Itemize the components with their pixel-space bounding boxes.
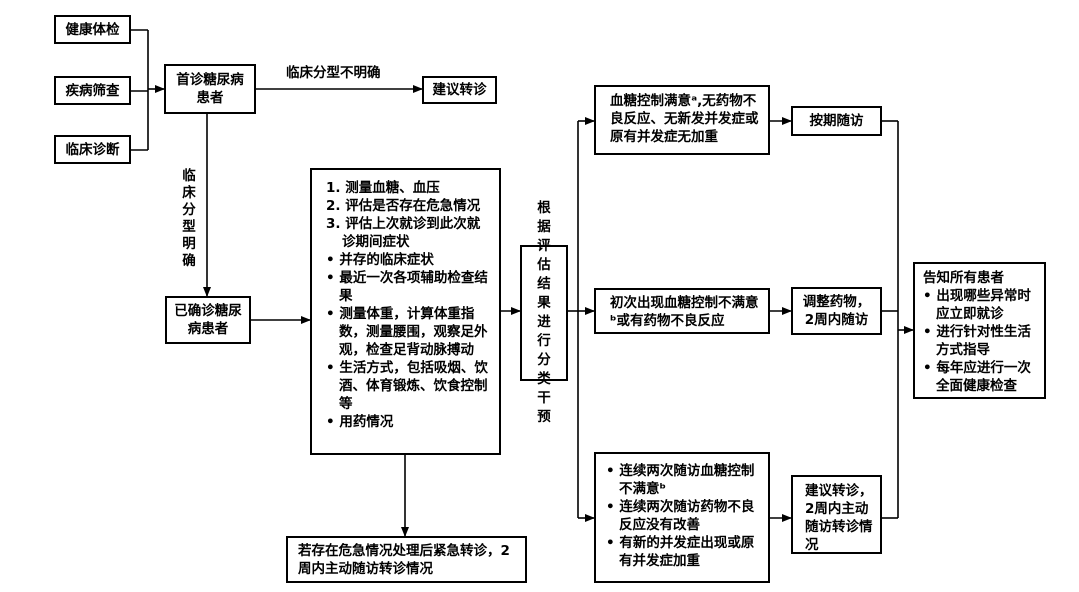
list-item: 并存的临床症状 (326, 251, 491, 269)
first-visit-patient-box: 首诊糖尿病患者 (164, 64, 256, 114)
clear-classification-label: 临床分型明确 (182, 168, 196, 269)
source-health-checkup: 健康体检 (54, 15, 131, 44)
list-item: 3. 评估上次就诊到此次就诊期间症状 (326, 216, 481, 250)
list-item: 1. 测量血糖、血压 (326, 180, 440, 196)
confirmed-patient-box: 已确诊糖尿病患者 (165, 296, 251, 344)
list-item: 最近一次各项辅助检查结果 (326, 269, 491, 305)
outcome-repeat-unsatisfied-box: 连续两次随访血糖控制不满意ᵇ 连续两次随访药物不良反应没有改善 有新的并发症出现… (594, 452, 770, 583)
action-adjust-medication-box: 调整药物，2周内随访 (791, 287, 882, 335)
list-item: 连续两次随访药物不良反应没有改善 (606, 498, 760, 534)
list-item: 连续两次随访血糖控制不满意ᵇ (606, 462, 760, 498)
list-item: 2. 评估是否存在危急情况 (326, 198, 481, 214)
outcome-first-unsatisfied-box: 初次出现血糖控制不满意ᵇ或有药物不良反应 (594, 288, 770, 334)
list-item: 生活方式，包括吸烟、饮酒、体育锻炼、饮食控制等 (326, 359, 491, 413)
assessment-numbered-list: 1. 测量血糖、血压 2. 评估是否存在危急情况 3. 评估上次就诊到此次就诊期… (326, 179, 491, 251)
notify-all-patients-box: 告知所有患者 出现哪些异常时应立即就诊 进行针对性生活方式指导 每年应进行一次全… (913, 262, 1046, 399)
emergency-referral-box: 若存在危急情况处理后紧急转诊，2周内主动随访转诊情况 (286, 536, 527, 583)
list-item: 出现哪些异常时应立即就诊 (923, 287, 1038, 323)
assessment-box: 1. 测量血糖、血压 2. 评估是否存在危急情况 3. 评估上次就诊到此次就诊期… (310, 168, 501, 455)
notify-list: 出现哪些异常时应立即就诊 进行针对性生活方式指导 每年应进行一次全面健康检查 (923, 287, 1038, 395)
assessment-bullet-list: 并存的临床症状 最近一次各项辅助检查结果 测量体重，计算体重指数，测量腰围，观察… (326, 251, 491, 431)
list-item: 用药情况 (326, 413, 491, 431)
classify-intervention-box: 根据评估结果进行分类干预 (520, 200, 568, 425)
list-item: 进行针对性生活方式指导 (923, 323, 1038, 359)
list-item: 有新的并发症出现或原有并发症加重 (606, 534, 760, 570)
action-scheduled-followup-box: 按期随访 (791, 106, 882, 136)
list-item: 每年应进行一次全面健康检查 (923, 359, 1038, 395)
outcome-satisfied-box: 血糖控制满意ᵃ,无药物不良反应、无新发并发症或原有并发症无加重 (594, 85, 770, 155)
list-item: 测量体重，计算体重指数，测量腰围，观察足外观，检查足背动脉搏动 (326, 305, 491, 359)
source-disease-screening: 疾病筛查 (54, 76, 131, 105)
unclear-classification-label: 临床分型不明确 (286, 65, 381, 81)
source-clinical-diagnosis: 临床诊断 (54, 135, 131, 164)
repeat-unsatisfied-list: 连续两次随访血糖控制不满意ᵇ 连续两次随访药物不良反应没有改善 有新的并发症出现… (606, 462, 760, 570)
suggest-referral-box: 建议转诊 (422, 76, 497, 104)
notify-title: 告知所有患者 (923, 270, 1004, 286)
action-referral-followup-box: 建议转诊，2周内主动随访转诊情况 (791, 475, 882, 554)
